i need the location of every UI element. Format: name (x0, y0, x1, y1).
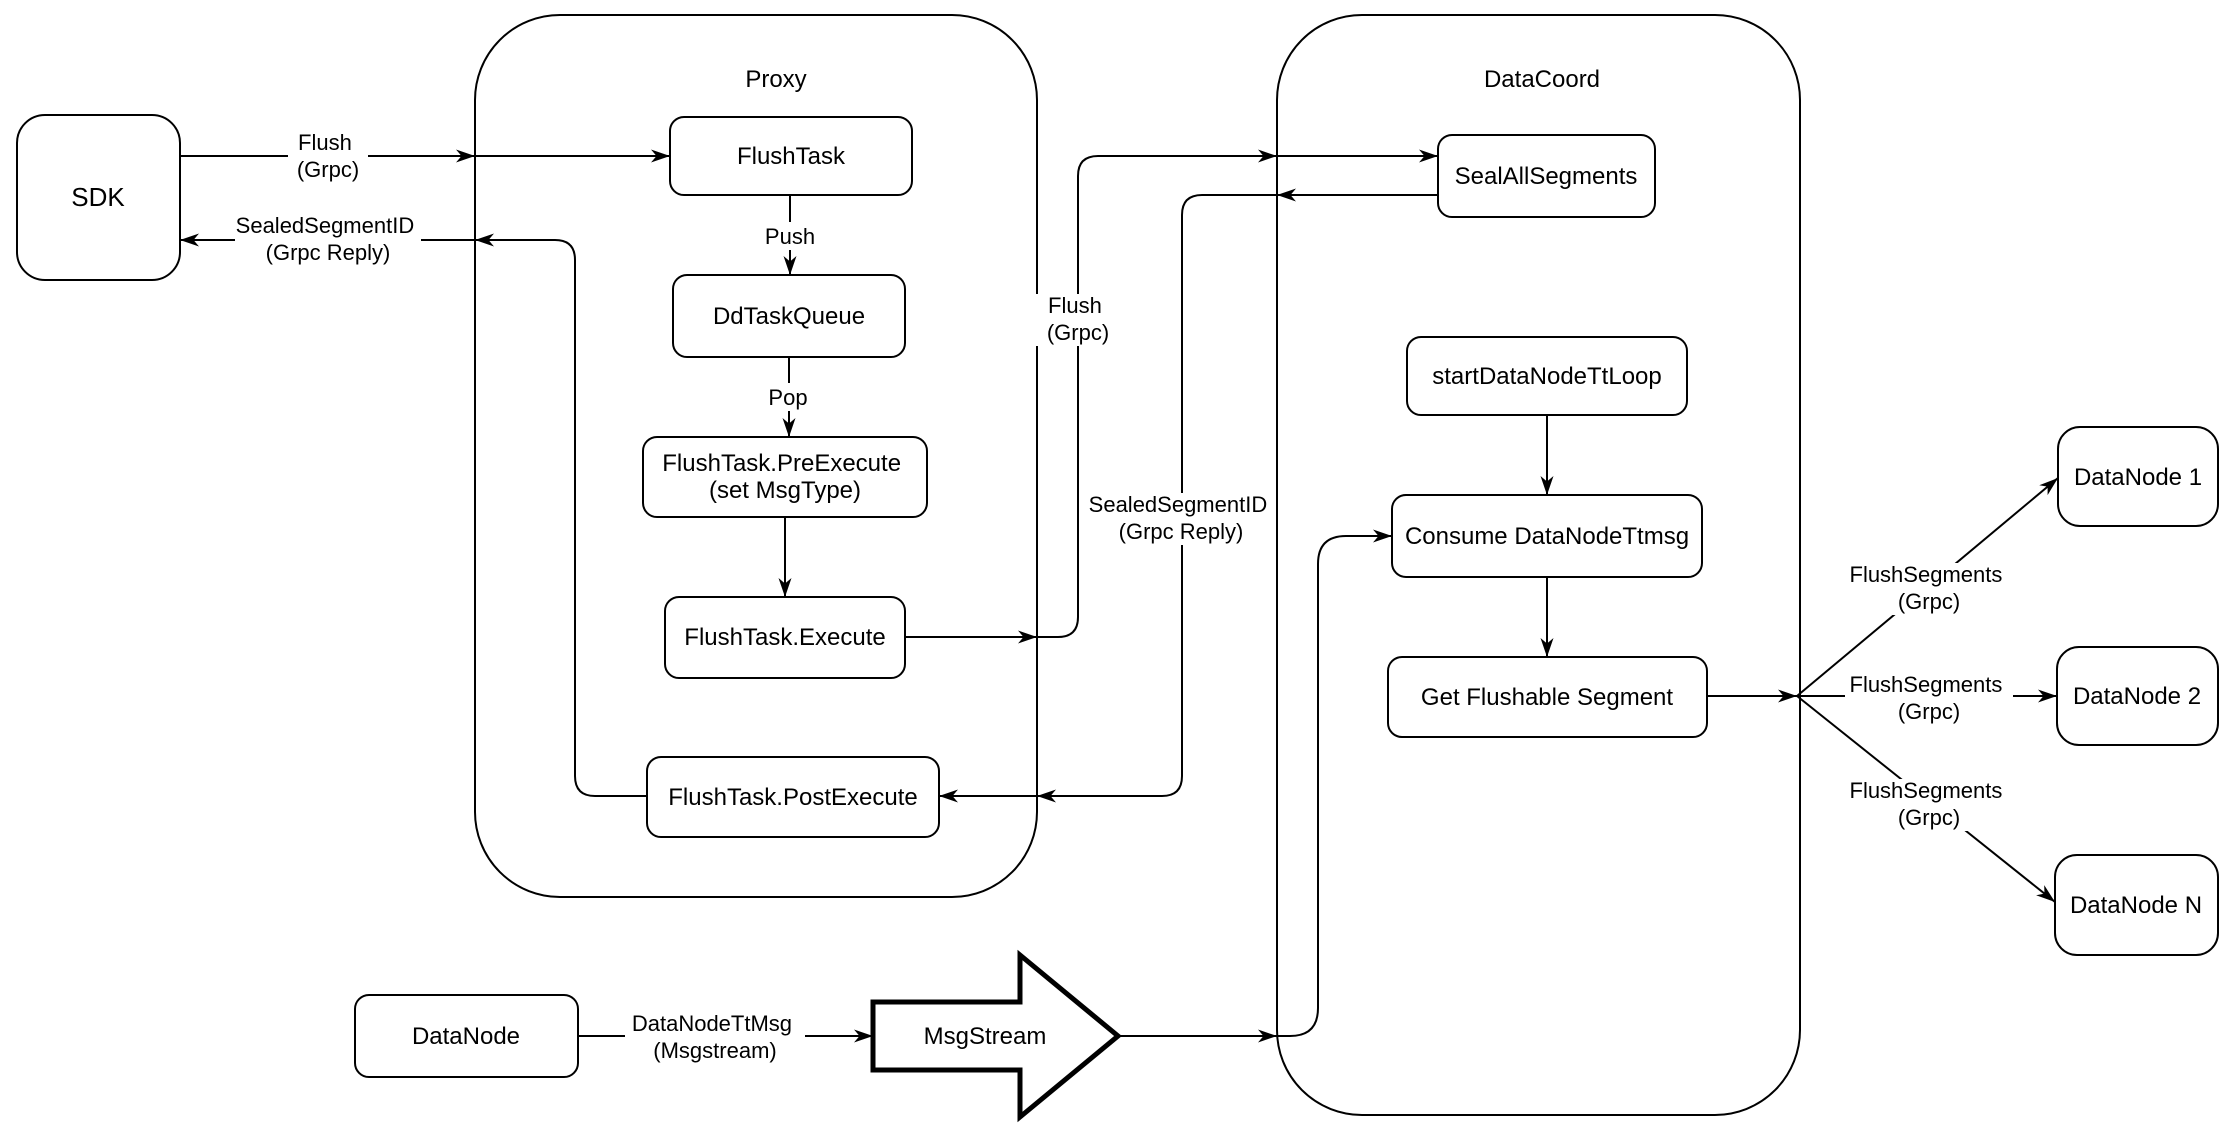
node-sdk-box (16, 114, 181, 281)
msgstream-arrow-shape (870, 949, 1122, 1123)
edge-label-flush-to-datacoord: Flush (Grpc) (1036, 293, 1120, 346)
edge-label-pop-bg (764, 383, 812, 411)
edge-label-flush-segments-3-bg (1845, 779, 2013, 831)
node-flushtask-execute-box (664, 596, 906, 679)
node-flushtask-preexecute-box (642, 436, 928, 518)
node-get-flushable-segment-box (1387, 656, 1708, 738)
datacoord-container: DataCoord (1276, 14, 1801, 1116)
node-sealallsegments: SealAllSegments (1437, 134, 1656, 218)
node-consume-datanodettmsg-box (1391, 494, 1703, 578)
node-msgstream: MsgStream (870, 949, 1122, 1123)
node-sdk-label: SDK (71, 182, 125, 212)
edge-label-push-bg (762, 222, 818, 250)
edge-label-flush-segments-2-text: FlushSegments (Grpc) (1850, 672, 2009, 724)
edge-label-push-text: Push (765, 224, 815, 249)
node-get-flushable-segment: Get Flushable Segment (1387, 656, 1708, 738)
edge-label-flush-request: Flush (Grpc) (288, 130, 368, 183)
node-datanode-bottom-box (354, 994, 579, 1078)
edge-label-sealed-reply-to-proxy-bg (1089, 493, 1274, 545)
edge-label-flush-request-text: Flush (Grpc) (297, 130, 359, 182)
node-get-flushable-segment-label: Get Flushable Segment (1421, 684, 1673, 711)
node-datanode-bottom-label: DataNode (412, 1023, 520, 1050)
node-ddtaskqueue: DdTaskQueue (672, 274, 906, 358)
edge-flush-to-datacoord-border (1037, 149, 1277, 638)
node-sealallsegments-box (1437, 134, 1656, 218)
node-flushtask-preexecute: FlushTask.PreExecute (set MsgType) (642, 436, 928, 518)
edge-label-datanode-tt-msg-bg (625, 1012, 805, 1064)
edge-label-flush-to-datacoord-text: Flush (Grpc) (1047, 293, 1109, 345)
node-datanode-n-box (2054, 854, 2219, 956)
datacoord-container-box (1276, 14, 1801, 1116)
node-datanode-1-label: DataNode 1 (2074, 464, 2202, 491)
node-flushtask-execute: FlushTask.Execute (664, 596, 906, 679)
edge-label-sealed-reply-to-proxy: SealedSegmentID (Grpc Reply) (1089, 492, 1274, 545)
node-sealallsegments-label: SealAllSegments (1455, 163, 1638, 190)
node-consume-datanodettmsg-label: Consume DataNodeTtmsg (1405, 523, 1689, 550)
proxy-container: Proxy (474, 14, 1038, 898)
edge-label-pop: Pop (764, 383, 812, 411)
node-datanode-n-label: DataNode N (2070, 892, 2202, 919)
edge-label-flush-request-bg (288, 131, 368, 183)
node-flushtask: FlushTask (669, 116, 913, 196)
node-flushtask-execute-label: FlushTask.Execute (684, 624, 885, 651)
node-datanode-2: DataNode 2 (2056, 646, 2219, 746)
proxy-container-box (474, 14, 1038, 898)
node-startdatanodettloop: startDataNodeTtLoop (1406, 336, 1688, 416)
edge-label-flush-to-datacoord-bg (1036, 294, 1120, 346)
node-flushtask-label: FlushTask (737, 143, 846, 170)
datacoord-container-title: DataCoord (1484, 66, 1600, 93)
edge-label-sealed-reply-to-sdk-bg (235, 214, 421, 266)
edge-label-pop-text: Pop (768, 385, 807, 410)
edge-label-flush-segments-2-bg (1845, 673, 2013, 725)
node-flushtask-postexecute-label: FlushTask.PostExecute (668, 784, 917, 811)
node-datanode-2-label: DataNode 2 (2073, 683, 2201, 710)
node-flushtask-preexecute-label: FlushTask.PreExecute (set MsgType) (662, 450, 907, 504)
edge-label-flush-segments-1-text: FlushSegments (Grpc) (1850, 562, 2009, 614)
edge-label-datanode-tt-msg-text: DataNodeTtMsg (Msgstream) (632, 1011, 798, 1063)
edge-label-flush-segments-2: FlushSegments (Grpc) (1845, 672, 2013, 725)
edge-label-push: Push (762, 222, 818, 250)
node-datanode-1: DataNode 1 (2057, 426, 2219, 527)
node-datanode-bottom: DataNode (354, 994, 579, 1078)
node-flushtask-postexecute-box (646, 756, 940, 838)
node-msgstream-label: MsgStream (924, 1023, 1047, 1050)
proxy-container-title: Proxy (745, 66, 806, 93)
node-datanode-1-box (2057, 426, 2219, 527)
edge-postexecute-to-proxy-border (475, 233, 647, 797)
node-ddtaskqueue-label: DdTaskQueue (713, 303, 865, 330)
node-ddtaskqueue-box (672, 274, 906, 358)
edge-datacoord-border-to-consume (1277, 529, 1392, 1037)
node-flushtask-box (669, 116, 913, 196)
node-startdatanodettloop-box (1406, 336, 1688, 416)
node-flushtask-postexecute: FlushTask.PostExecute (646, 756, 940, 838)
node-datanode-n: DataNode N (2054, 854, 2219, 956)
node-datanode-2-box (2056, 646, 2219, 746)
edge-label-flush-segments-1-bg (1845, 563, 2013, 615)
node-sdk: SDK (16, 114, 181, 281)
node-consume-datanodettmsg: Consume DataNodeTtmsg (1391, 494, 1703, 578)
edge-label-flush-segments-3-text: FlushSegments (Grpc) (1850, 778, 2009, 830)
edge-label-sealed-reply-to-proxy-text: SealedSegmentID (Grpc Reply) (1089, 492, 1274, 544)
node-startdatanodettloop-label: startDataNodeTtLoop (1432, 363, 1661, 390)
edge-label-sealed-reply-to-sdk: SealedSegmentID (Grpc Reply) (235, 213, 421, 266)
edge-label-datanode-tt-msg: DataNodeTtMsg (Msgstream) (625, 1011, 805, 1064)
edge-label-flush-segments-3: FlushSegments (Grpc) (1845, 778, 2013, 831)
edge-label-flush-segments-1: FlushSegments (Grpc) (1845, 562, 2013, 615)
edge-label-sealed-reply-to-sdk-text: SealedSegmentID (Grpc Reply) (236, 213, 421, 265)
